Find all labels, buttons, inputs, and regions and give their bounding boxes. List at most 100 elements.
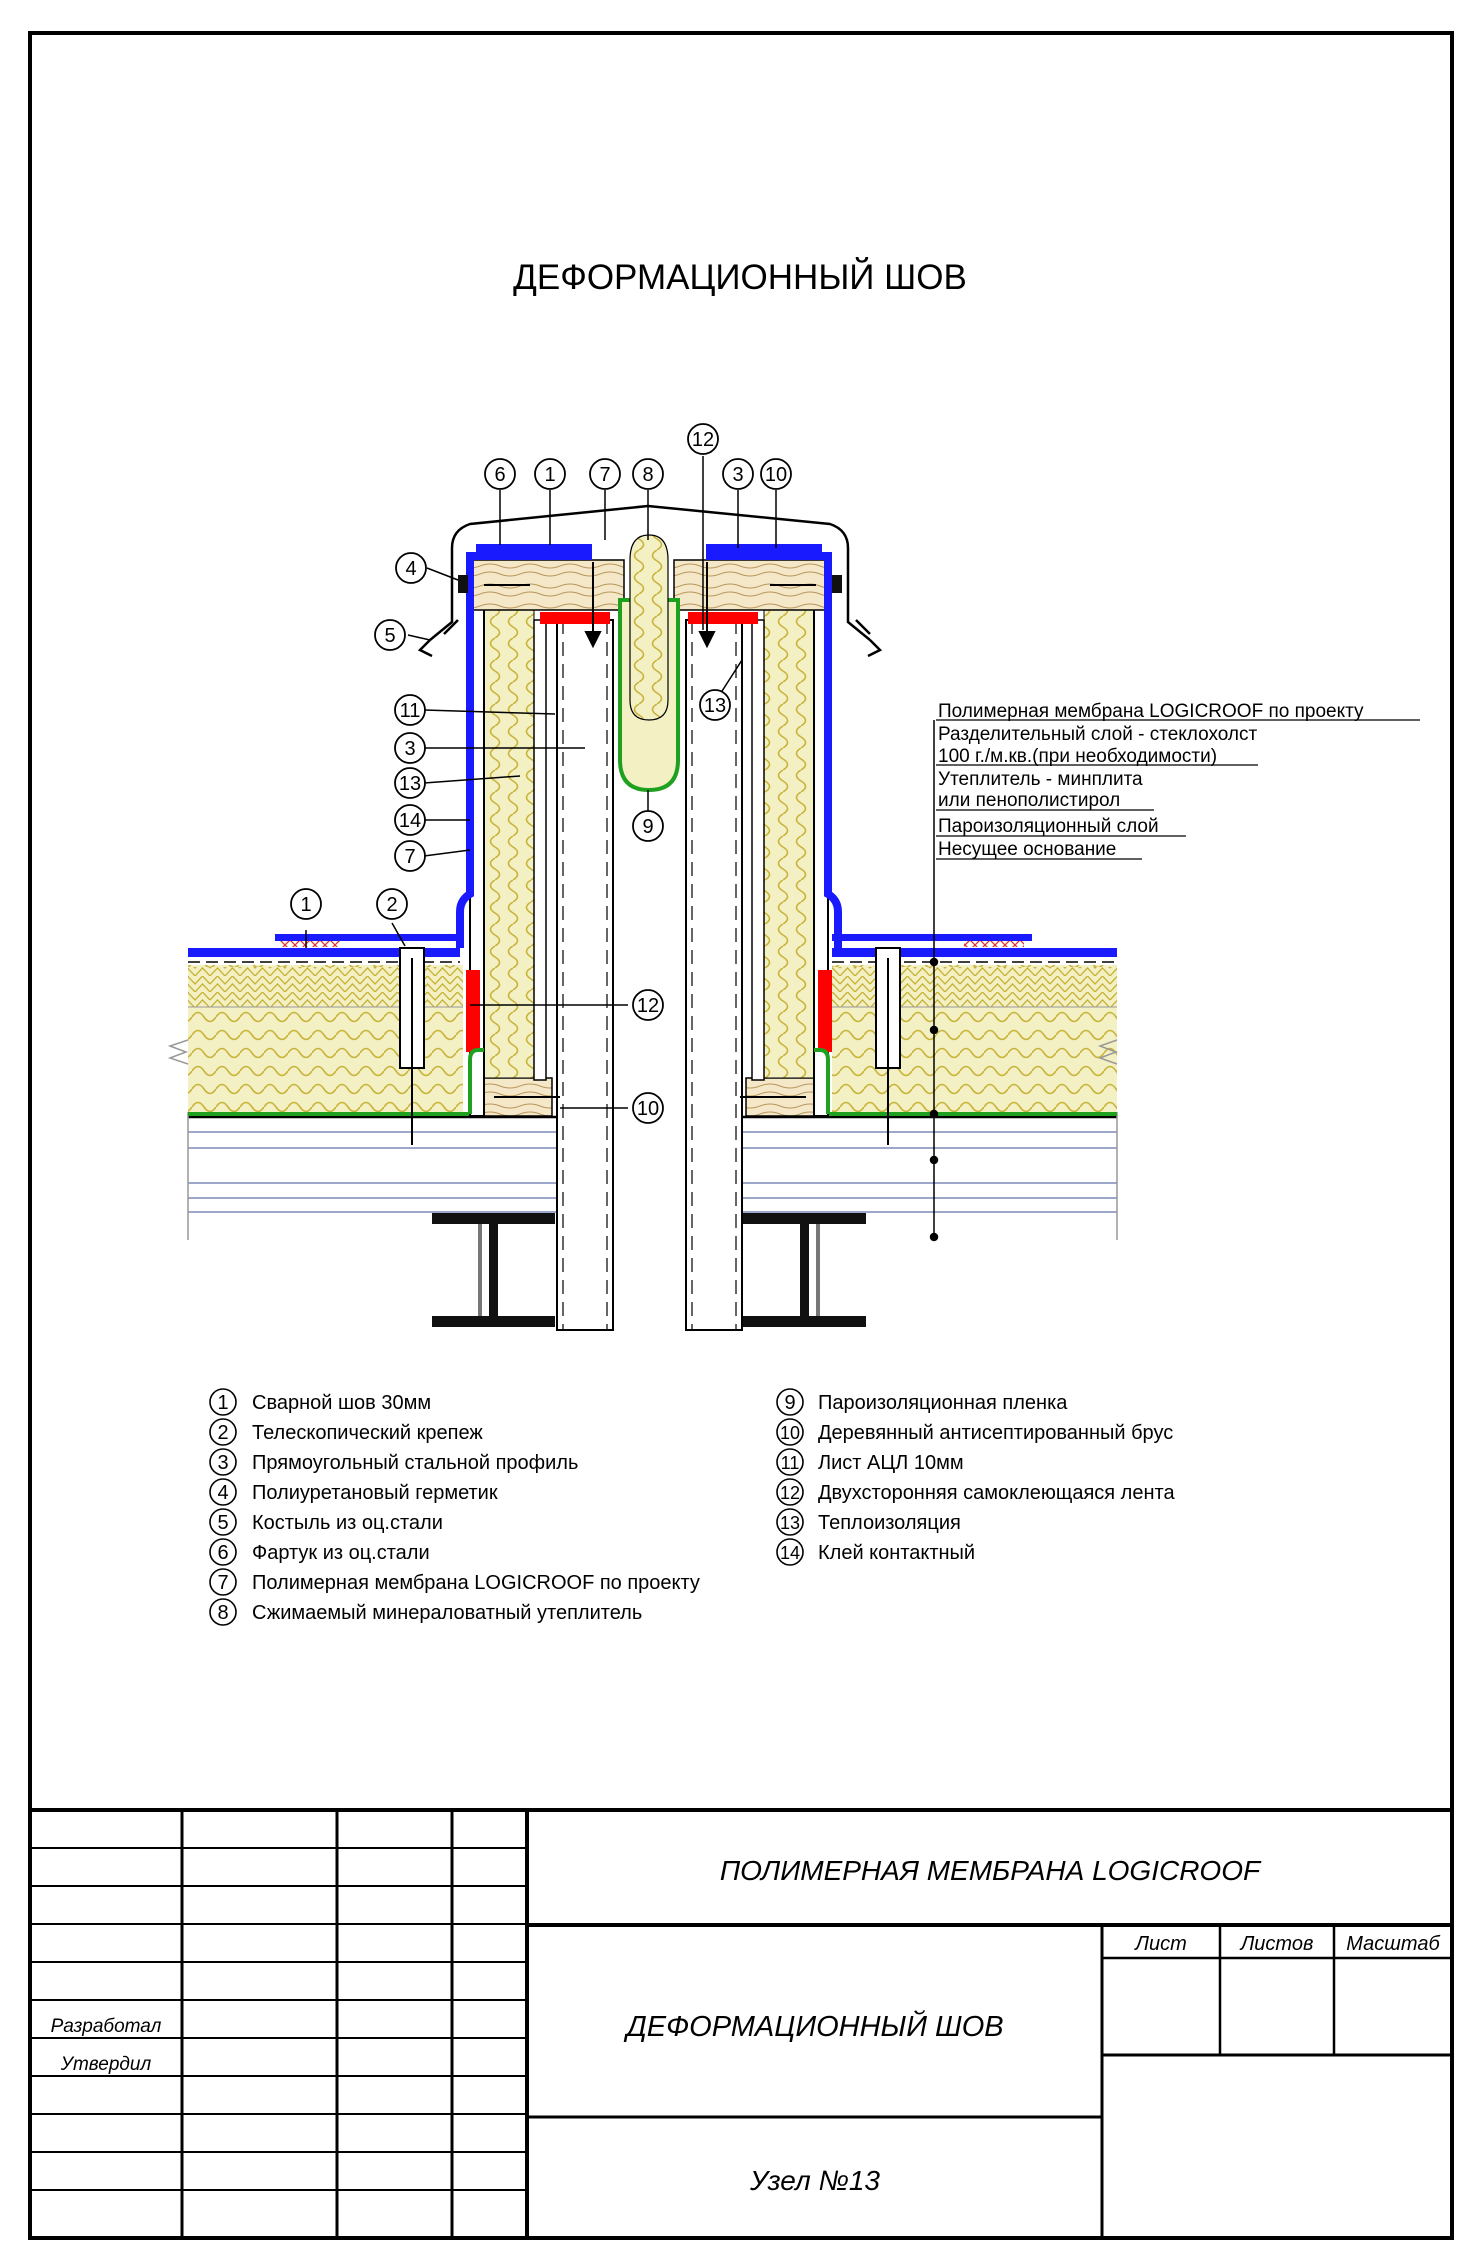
svg-text:Костыль из оц.стали: Костыль из оц.стали bbox=[252, 1512, 443, 1534]
svg-text:7: 7 bbox=[217, 1572, 228, 1594]
stamp-col-sheets: Листов bbox=[1239, 1933, 1314, 1955]
svg-text:6: 6 bbox=[217, 1542, 228, 1564]
svg-text:Телескопический крепеж: Телескопический крепеж bbox=[252, 1422, 483, 1444]
svg-text:7: 7 bbox=[599, 464, 610, 486]
svg-text:7: 7 bbox=[404, 846, 415, 868]
svg-text:13: 13 bbox=[780, 1513, 800, 1533]
note-separator: Разделительный слой - стеклохолст bbox=[938, 724, 1257, 745]
callout-3: 3 bbox=[722, 458, 754, 490]
svg-text:Фартук из оц.стали: Фартук из оц.стали bbox=[252, 1542, 430, 1564]
svg-text:10: 10 bbox=[780, 1423, 800, 1443]
callout-6: 6 bbox=[484, 458, 516, 490]
svg-text:11: 11 bbox=[400, 700, 421, 722]
roof-insulation-right bbox=[832, 965, 1119, 1115]
svg-text:Лист АЦЛ 10мм: Лист АЦЛ 10мм bbox=[818, 1452, 964, 1474]
callout-12b: 12 bbox=[632, 989, 664, 1021]
callout-12: 12 bbox=[687, 423, 719, 455]
callout-4: 4 bbox=[395, 552, 427, 584]
svg-text:1: 1 bbox=[300, 894, 311, 916]
note-vapor: Пароизоляционный слой bbox=[938, 816, 1159, 837]
legend-left: 1 Сварной шов 30мм 2 Телескопический крепе… bbox=[209, 1388, 700, 1626]
stamp-sheet-title: ДЕФОРМАЦИОННЫЙ ШОВ bbox=[623, 2009, 1003, 2043]
legend-item: 1 Сварной шов 30мм bbox=[209, 1388, 431, 1416]
note-membrane: Полимерная мембрана LOGICROOF по проекту bbox=[938, 701, 1364, 722]
joint-filler bbox=[618, 534, 680, 793]
svg-text:Деревянный антисептированный б: Деревянный антисептированный брус bbox=[818, 1422, 1173, 1444]
callout-7b: 7 bbox=[394, 840, 426, 872]
svg-text:Полиуретановый герметик: Полиуретановый герметик bbox=[252, 1482, 498, 1504]
svg-text:12: 12 bbox=[637, 995, 659, 1017]
callout-3b: 3 bbox=[394, 732, 426, 764]
svg-text:10: 10 bbox=[765, 464, 787, 486]
svg-text:1: 1 bbox=[217, 1392, 228, 1414]
svg-text:Сжимаемый минераловатный утепл: Сжимаемый минераловатный утеплитель bbox=[252, 1602, 642, 1624]
stamp-col-sheet: Лист bbox=[1133, 1933, 1187, 1955]
legend: 1 Сварной шов 30мм 2 Телескопический крепе… bbox=[209, 1388, 1175, 1626]
svg-text:10: 10 bbox=[637, 1098, 659, 1120]
steel-deck bbox=[187, 1112, 1118, 1240]
callout-10b: 10 bbox=[632, 1092, 664, 1124]
callout-9: 9 bbox=[632, 810, 664, 842]
stamp-col-scale: Масштаб bbox=[1346, 1933, 1440, 1955]
legend-item: 3 Прямоугольный стальной профиль bbox=[209, 1448, 578, 1476]
svg-text:13: 13 bbox=[399, 773, 421, 795]
title-block bbox=[30, 1808, 1452, 2238]
svg-text:3: 3 bbox=[217, 1452, 228, 1474]
stamp-node: Узел №13 bbox=[749, 2165, 880, 2196]
legend-item: 7 Полимерная мембрана LOGICROOF по проект… bbox=[209, 1568, 700, 1596]
layer-leaders bbox=[929, 720, 939, 1242]
legend-item: 10 Деревянный антисептированный брус bbox=[776, 1418, 1173, 1446]
legend-item: 6 Фартук из оц.стали bbox=[209, 1538, 430, 1566]
callout-1b: 1 bbox=[290, 888, 322, 920]
svg-text:Сварной шов 30мм: Сварной шов 30мм bbox=[252, 1392, 431, 1414]
svg-text:Клей контактный: Клей контактный bbox=[818, 1542, 975, 1564]
stamp-approved: Утвердил bbox=[60, 2054, 152, 2075]
callout-7: 7 bbox=[589, 458, 621, 490]
svg-text:3: 3 bbox=[404, 738, 415, 760]
svg-text:4: 4 bbox=[405, 558, 416, 580]
note-insulation-alt: или пенополистирол bbox=[938, 790, 1120, 811]
legend-item: 2 Телескопический крепеж bbox=[209, 1418, 483, 1446]
callout-leaders bbox=[305, 456, 777, 1109]
metal-apron bbox=[417, 504, 883, 658]
callout-markers: 6 1 7 8 12 3 10 4 5 11 3 13 14 7 13 9 1 … bbox=[290, 423, 792, 1124]
svg-text:2: 2 bbox=[217, 1422, 228, 1444]
svg-text:6: 6 bbox=[494, 464, 505, 486]
svg-text:Пароизоляционная пленка: Пароизоляционная пленка bbox=[818, 1392, 1068, 1414]
i-beam-left bbox=[432, 1213, 555, 1327]
note-separator-density: 100 г./м.кв.(при необходимости) bbox=[938, 746, 1217, 767]
svg-text:14: 14 bbox=[399, 810, 421, 832]
svg-text:3: 3 bbox=[732, 464, 743, 486]
svg-text:12: 12 bbox=[692, 429, 714, 451]
svg-text:13: 13 bbox=[704, 695, 726, 717]
svg-text:Прямоугольный стальной профиль: Прямоугольный стальной профиль bbox=[252, 1452, 578, 1474]
stamp-product: ПОЛИМЕРНАЯ МЕМБРАНА LOGICROOF bbox=[720, 1855, 1262, 1886]
svg-text:Теплоизоляция: Теплоизоляция bbox=[818, 1512, 961, 1534]
svg-text:Двухсторонняя самоклеющаяся ле: Двухсторонняя самоклеющаяся лента bbox=[818, 1482, 1175, 1504]
upstand-right bbox=[673, 544, 842, 1331]
svg-text:14: 14 bbox=[780, 1543, 800, 1563]
svg-text:2: 2 bbox=[386, 894, 397, 916]
title-block-text: ПОЛИМЕРНАЯ МЕМБРАНА LOGICROOF ДЕФОРМАЦИО… bbox=[51, 1855, 1441, 2196]
roof-membrane bbox=[188, 934, 1117, 963]
callout-5: 5 bbox=[374, 619, 406, 651]
callout-11: 11 bbox=[394, 694, 426, 726]
callout-1: 1 bbox=[534, 458, 566, 490]
note-insulation: Утеплитель - минплита bbox=[938, 769, 1143, 790]
callout-10: 10 bbox=[760, 458, 792, 490]
note-base: Несущее основание bbox=[938, 839, 1116, 860]
callout-8: 8 bbox=[632, 458, 664, 490]
callout-13: 13 bbox=[394, 767, 426, 799]
layer-notes: Полимерная мембрана LOGICROOF по проекту… bbox=[936, 701, 1420, 860]
svg-text:1: 1 bbox=[544, 464, 555, 486]
callout-13b: 13 bbox=[699, 689, 731, 721]
legend-item: 13 Теплоизоляция bbox=[776, 1508, 961, 1536]
svg-text:9: 9 bbox=[642, 816, 653, 838]
sealant bbox=[458, 575, 842, 593]
svg-text:Полимерная мембрана LOGICROOF: Полимерная мембрана LOGICROOF по проекту bbox=[252, 1572, 700, 1594]
